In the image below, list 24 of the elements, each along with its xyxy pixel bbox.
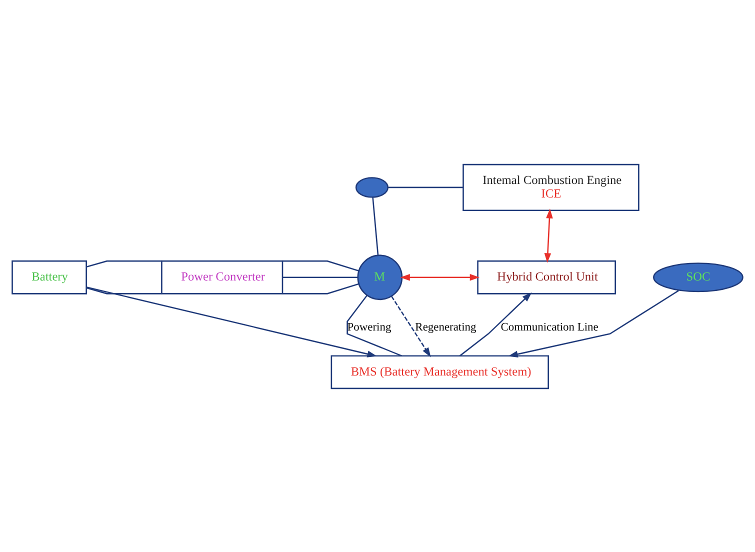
arrow bbox=[86, 286, 378, 357]
arrow bbox=[459, 292, 532, 356]
arrow bbox=[508, 290, 679, 357]
connector bbox=[388, 186, 464, 188]
arrow bbox=[544, 208, 553, 262]
edge-label: Regenerating bbox=[415, 321, 476, 334]
connector bbox=[282, 282, 360, 294]
node-box: Battery bbox=[12, 260, 87, 294]
connector bbox=[86, 286, 162, 294]
connector bbox=[372, 196, 379, 255]
connector bbox=[282, 260, 360, 271]
node-ellipse bbox=[355, 176, 389, 198]
node-circle: M bbox=[357, 254, 403, 300]
edge-label: Communication Line bbox=[500, 321, 598, 334]
node-ellipse: SOC bbox=[653, 262, 744, 292]
node-box: Intemal Combustion Engine ICE bbox=[462, 163, 640, 211]
arrow bbox=[400, 273, 480, 280]
node-box: Hybrid Control Unit bbox=[477, 260, 616, 294]
node-box: BMS (Battery Management System) bbox=[330, 354, 549, 389]
node-box: Power Converter bbox=[161, 260, 284, 294]
connector bbox=[282, 276, 358, 278]
connector bbox=[346, 294, 402, 356]
connector bbox=[86, 260, 162, 267]
arrow bbox=[390, 295, 431, 357]
